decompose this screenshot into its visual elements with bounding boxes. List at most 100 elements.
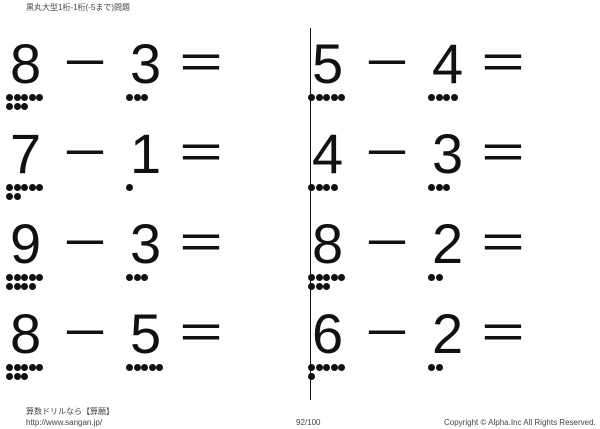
term-a: 8 [6, 306, 66, 380]
minus-sign: － [362, 306, 412, 362]
footer-brand: 算数ドリルなら【算願】 [26, 407, 114, 416]
dot-group [308, 184, 368, 191]
equals-sign: ＝ [478, 216, 528, 272]
digit: 8 [312, 212, 344, 275]
dot [13, 373, 21, 380]
dot-group [6, 364, 66, 380]
dot-group [126, 364, 186, 371]
digit: 6 [312, 302, 344, 365]
digit: 3 [130, 212, 162, 275]
problem: 9－3＝ [6, 212, 286, 298]
problem: 8 － 2＝ [308, 212, 588, 298]
digit: 1 [130, 122, 162, 185]
dot [338, 364, 345, 371]
dot-group [126, 184, 186, 191]
term-b: 3 [126, 32, 186, 101]
dot [28, 364, 36, 371]
dot [330, 364, 338, 371]
dot [443, 94, 450, 101]
term-a: 8 [6, 32, 66, 110]
footer-url[interactable]: http://www.sangan.jp/ [26, 418, 103, 427]
dot-group [6, 94, 66, 110]
dot [330, 184, 338, 191]
dot [315, 274, 323, 281]
term-b: 1 [126, 122, 186, 191]
digit: 5 [312, 32, 344, 95]
dot [36, 364, 43, 371]
digit: 4 [432, 32, 464, 95]
dot [6, 193, 13, 200]
problem: 8－5＝ [6, 306, 286, 388]
dot-group [308, 94, 368, 101]
dot [126, 94, 133, 101]
digit: 3 [432, 122, 464, 185]
dot-group [308, 364, 368, 380]
dot [315, 364, 323, 371]
dot [338, 94, 345, 101]
dot [133, 94, 141, 101]
dot [308, 283, 315, 290]
dot [28, 274, 36, 281]
dot [435, 94, 443, 101]
term-a: 8 [308, 212, 368, 290]
dot [13, 184, 21, 191]
dot [338, 274, 345, 281]
dot [308, 274, 315, 281]
minus-sign: － [60, 36, 110, 92]
digit: 9 [10, 212, 42, 275]
dot [21, 274, 28, 281]
dot [323, 274, 330, 281]
problem: 7－ 1＝ [6, 122, 286, 208]
dot-group [428, 94, 488, 101]
dot-group [428, 364, 488, 371]
dot [428, 274, 435, 281]
dot [13, 103, 21, 110]
dot [21, 103, 28, 110]
worksheet-title: 黒丸大型1桁-1桁(-5まで)問題 [26, 3, 131, 12]
dot [308, 373, 315, 380]
dot [148, 364, 156, 371]
dot [133, 364, 141, 371]
dot [6, 94, 13, 101]
dot [21, 364, 28, 371]
dot [308, 94, 315, 101]
digit: 3 [130, 32, 162, 95]
minus-sign: － [60, 126, 110, 182]
equals-sign: ＝ [176, 216, 226, 272]
problem: 8－3＝ [6, 32, 286, 118]
term-b: 4 [428, 32, 488, 101]
dot [21, 373, 28, 380]
dot [6, 373, 13, 380]
dot-group [428, 274, 488, 281]
dot-group [126, 94, 186, 101]
dot [435, 364, 443, 371]
column-divider [310, 28, 311, 400]
dot [13, 274, 21, 281]
term-b: 2 [428, 216, 488, 281]
dot [141, 274, 148, 281]
dot [36, 184, 43, 191]
term-b: 3 [428, 122, 488, 191]
minus-sign: － [362, 216, 412, 272]
copyright: Copyright © Alpha.Inc All Rights Reserve… [444, 418, 596, 427]
equals-sign: ＝ [478, 126, 528, 182]
dot [13, 364, 21, 371]
problem: 6 － 2＝ [308, 302, 588, 388]
dot [450, 94, 458, 101]
dot [6, 283, 13, 290]
minus-sign: － [362, 36, 412, 92]
equals-sign: ＝ [176, 126, 226, 182]
dot [28, 184, 36, 191]
dot [6, 184, 13, 191]
dot [443, 184, 450, 191]
equals-sign: ＝ [478, 306, 528, 362]
equals-sign: ＝ [478, 36, 528, 92]
term-a: 7 [6, 126, 66, 200]
digit: 2 [432, 302, 464, 365]
dot [323, 94, 330, 101]
dot [21, 283, 28, 290]
digit: 8 [10, 32, 42, 95]
dot [28, 283, 36, 290]
minus-sign: － [362, 126, 412, 182]
dot [156, 364, 163, 371]
